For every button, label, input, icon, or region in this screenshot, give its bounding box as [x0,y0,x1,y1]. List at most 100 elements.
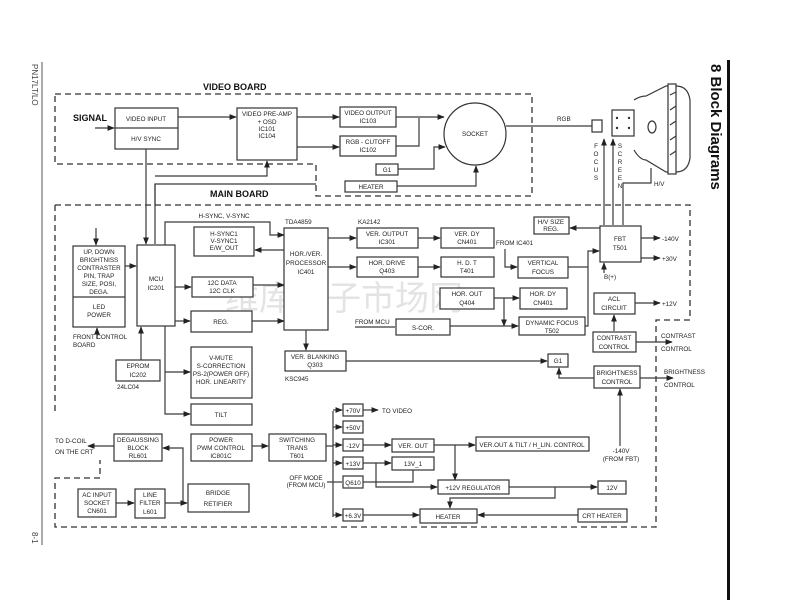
main-board-outline [54,204,691,528]
svg-text:Q404: Q404 [459,300,475,307]
svg-text:+ OSD: + OSD [257,119,277,126]
video-output-block: VIDEO OUTPUT IC103 [339,106,397,128]
contrast-out-label-2: CONTROL [661,346,692,353]
socket-label: SOCKET [462,131,488,138]
line-filter-block: LINE FILTER L601 [134,488,166,519]
g1-block-main: G1 [547,353,569,368]
svg-text:T502: T502 [545,328,560,335]
crt-heater-block: CRT HEATER [577,508,628,523]
brightness-control-block: BRIGHTNESS CONTROL [593,365,641,389]
page-number: 8-1 [30,532,39,544]
conn-dynfocus-fbt [585,248,600,327]
rail-70v: +70V [333,403,364,417]
svg-text:Q610: Q610 [345,480,361,487]
from-ic401-label: FROM IC401 [496,240,534,247]
conn-q610-13v1 [363,470,414,483]
brightness-out-label: BRIGHTNESS [664,369,705,376]
from-mcu-label: FROM MCU [355,319,390,326]
svg-text:HEATER: HEATER [358,184,384,191]
svg-text:VIDEO PRE-AMP: VIDEO PRE-AMP [242,111,292,118]
svg-text:V-SYNC1: V-SYNC1 [211,238,238,245]
svg-text:VER.OUT & TILT / H_LIN. CONTRO: VER.OUT & TILT / H_LIN. CONTROL [479,442,585,449]
contrast-out-label: CONTRAST [661,333,696,340]
svg-text:SIZE, POSI,: SIZE, POSI, [82,281,117,288]
crt-tube-icon [591,83,691,175]
svg-text:VIDEO INPUT: VIDEO INPUT [126,116,166,123]
svg-text:G1: G1 [554,358,563,365]
ver-blanking-block: VER. BLANKING Q303 [284,350,347,372]
svg-text:HOR. DRIVE: HOR. DRIVE [369,260,406,267]
svg-text:+50V: +50V [346,425,362,432]
main-board-title: MAIN BOARD [210,189,269,199]
svg-text:BRIGHTNISS: BRIGHTNISS [80,257,119,264]
svg-text:HOR./VER.: HOR./VER. [290,251,322,258]
rail-minus12v: -12V [333,438,364,452]
svg-text:Q403: Q403 [379,268,395,275]
svg-text:C: C [618,151,623,158]
front-control-board-label-2: BOARD [73,342,96,349]
svg-text:12V: 12V [606,485,618,492]
svg-text:O: O [594,151,599,158]
svg-text:PROCESSOR: PROCESSOR [286,260,327,267]
tilt-block: TILT [190,403,253,426]
svg-text:C: C [594,159,599,166]
video-board-title: VIDEO BOARD [203,82,267,92]
processor-block: HOR./VER. PROCESSOR IC401 [283,227,329,331]
hsync-vsync-label: H-SYNC, V-SYNC [198,213,250,220]
conn-g1-socket [398,144,446,170]
fbt-minus140-label: -140V [662,236,680,243]
svg-text:CRT HEATER: CRT HEATER [582,513,622,520]
tda-label: TDA4859 [285,219,312,226]
conn-brightness-g1 [556,367,594,379]
svg-text:POWER: POWER [87,312,111,319]
svg-text:CN601: CN601 [87,508,107,515]
svg-text:VERTICAL: VERTICAL [528,260,559,267]
svg-text:LED: LED [93,304,106,311]
degaussing-block: DEGAUSSING BLOCK RL601 [113,433,163,462]
off-mode-label: OFF MODE [289,475,322,482]
conn-heater-socket [397,165,479,187]
12v-out-block: 12V [597,480,627,495]
svg-text:F: F [594,143,598,150]
svg-text:T601: T601 [290,453,305,460]
svg-text:POWER: POWER [209,437,233,444]
svg-text:CN401: CN401 [457,239,477,246]
svg-text:IC104: IC104 [259,133,276,140]
svg-text:DEGA.: DEGA. [89,289,109,296]
svg-text:HEATER: HEATER [435,514,461,521]
conn-mcu-tilt [164,326,191,417]
doc-code: PN17LT/LO [30,64,39,106]
svg-text:R: R [618,159,623,166]
to-dcoil-label-2: ON THE CRT [55,449,93,456]
conn-filter-degauss [162,445,184,503]
vertical-focus-block: VERTICAL FOCUS [517,256,569,279]
svg-text:CONTRASTER: CONTRASTER [77,265,121,272]
g1-block-video: G1 [375,163,399,176]
hdt-block: H. D. T T401 [440,256,495,278]
hv-label: H/V [654,181,665,188]
svg-text:HOR. DY: HOR. DY [530,291,557,298]
acl-circuit-block: ACL CIRCUIT [593,292,636,315]
svg-text:H/V SYNC: H/V SYNC [131,136,161,143]
fbt-block: FBT T501 [599,225,642,263]
svg-text:RL601: RL601 [129,453,148,460]
rgb-label: RGB [557,116,571,123]
s-cor-block: S-COR. [395,318,451,336]
ac-input-block: AC INPUT SOCKET CN601 [77,488,117,518]
svg-text:L601: L601 [143,509,158,516]
svg-text:VIDEO OUTPUT: VIDEO OUTPUT [344,110,391,117]
rgb-cutoff-block: RGB - CUTOFF IC102 [339,135,397,157]
hsync1-block: H-SYNC1 V-SYNC1 E/W_OUT [193,226,255,257]
svg-text:H/V SIZE: H/V SIZE [538,219,564,226]
svg-text:H. D. T: H. D. T [457,260,477,267]
conn-13-reg [375,463,438,490]
svg-text:VER. DY: VER. DY [454,231,480,238]
svg-text:SOCKET: SOCKET [84,500,110,507]
vmute-block: V-MUTE S-CORRECTION PS-2(POWER OFF) HOR.… [190,346,253,399]
svg-text:IC301: IC301 [379,239,396,246]
b-plus-label: B(+) [604,274,616,281]
svg-text:VER. OUT: VER. OUT [398,443,428,450]
svg-text:MCU: MCU [149,276,164,283]
svg-text:S: S [618,143,622,150]
